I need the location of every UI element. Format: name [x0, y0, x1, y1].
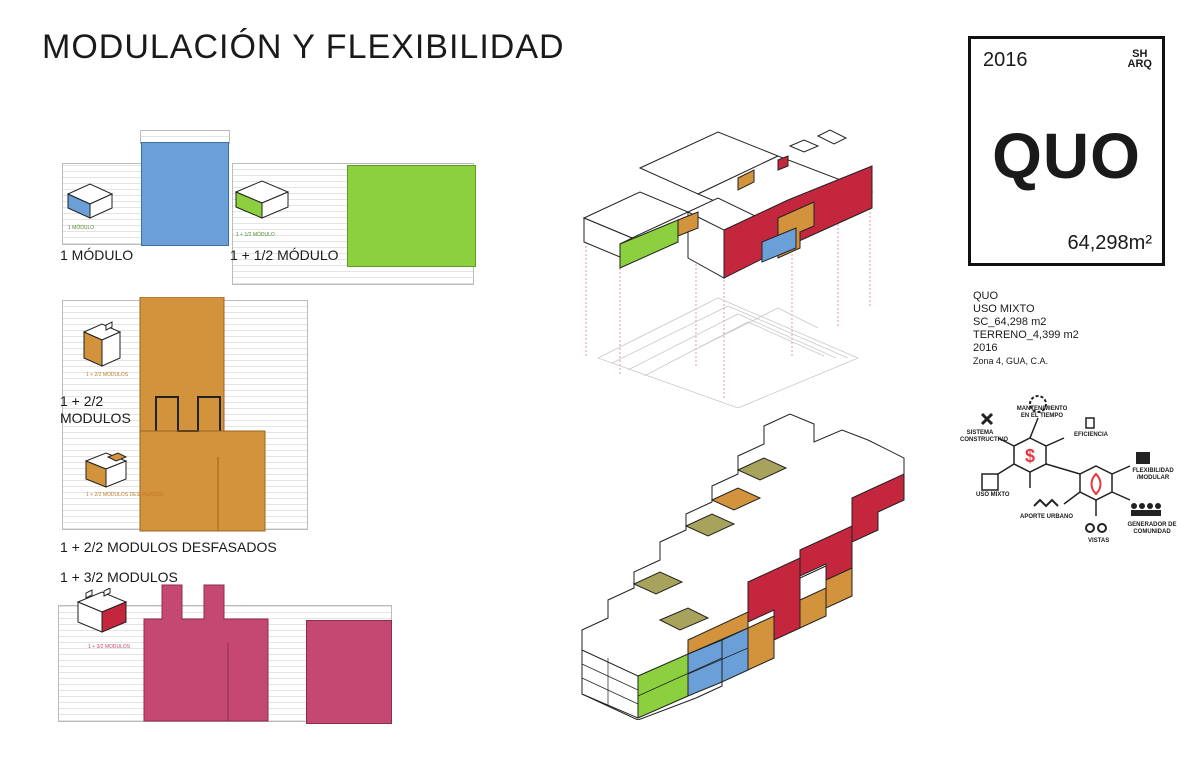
mini-iso-cube-5 [76, 588, 128, 633]
mini-iso-cube-3 [82, 321, 122, 367]
label-2-half-b: MODULOS [60, 410, 131, 426]
icon-label-vistas: VISTAS [1088, 538, 1110, 544]
info-terreno: TERRENO_4,399 m2 [973, 329, 1079, 341]
label-2-half-offset: 1 + 2/2 MODULOS DESFASADOS [60, 539, 277, 555]
axonometric-building-stepped [581, 413, 905, 720]
page-title: MODULACIÓN Y FLEXIBILIDAD [42, 28, 565, 66]
icon-label-flexibilidad: FLEXIBILIDAD /MODULAR [1132, 468, 1174, 481]
label-1-modulo: 1 MÓDULO [60, 247, 134, 263]
project-card: 2016 SH ARQ QUO 64,298m² [968, 36, 1165, 266]
icon-label-aporte: APORTE URBANO [1020, 514, 1074, 520]
concept-diagram: $ MANTENIMIENTO EN EL TIEMPO SISTEMA CON… [960, 388, 1188, 548]
mini-label-3: 1 + 2/2 MODULOS [86, 372, 129, 378]
module-block-magenta [143, 584, 269, 722]
icon-label-eficiencia: EFICIENCIA [1074, 432, 1109, 438]
icon-label-generador: GENERADOR DE COMUNIDAD [1127, 522, 1177, 535]
mini-label-1: 1 MÓDULO [68, 225, 95, 231]
module-block-blue [141, 142, 229, 246]
module-block-green [347, 165, 476, 267]
mini-iso-cube-2 [234, 180, 290, 219]
info-use: USO MIXTO [973, 303, 1035, 315]
axonometric-building-top [582, 129, 874, 408]
logo-line-1: SH [1132, 48, 1148, 60]
label-1-half-modulo: 1 + 1/2 MÓDULO [230, 247, 339, 263]
module-block-orange [139, 297, 266, 532]
card-year: 2016 [983, 49, 1028, 71]
icon-label-sistema: SISTEMA CONSTRUCTIVO [960, 430, 1008, 443]
svg-text:$: $ [1025, 446, 1035, 466]
icon-label-uso-mixto: USO MIXTO [976, 492, 1010, 498]
mini-label-5: 1 + 3/2 MODULOS [88, 644, 131, 650]
logo-line-2: ARQ [1127, 58, 1152, 70]
info-location: Zona 4, GUA, C.A. [973, 356, 1049, 366]
mini-label-4: 1 + 2/2 MODULOS DESFASADOS [86, 492, 164, 498]
mini-label-2: 1 + 1/2 MÓDULO [236, 232, 275, 238]
label-3-half: 1 + 3/2 MODULOS [60, 569, 178, 585]
molecule-diagram: $ [980, 395, 1161, 533]
mini-iso-cube-4 [84, 452, 128, 488]
card-symbol: QUO [992, 120, 1141, 192]
module-block-magenta-2 [306, 620, 392, 724]
info-sc: SC_64,298 m2 [973, 316, 1047, 328]
card-area: 64,298m² [1067, 232, 1153, 254]
label-2-half-a: 1 + 2/2 [60, 393, 104, 409]
info-year: 2016 [973, 342, 998, 354]
info-name: QUO [973, 290, 999, 302]
icon-label-mantenimiento: MANTENIMIENTO EN EL TIEMPO [1016, 406, 1068, 419]
studio-logo: SH ARQ [1127, 48, 1152, 70]
project-info: QUO USO MIXTO SC_64,298 m2 TERRENO_4,399… [973, 290, 1079, 368]
mini-iso-cube-1 [66, 183, 114, 219]
